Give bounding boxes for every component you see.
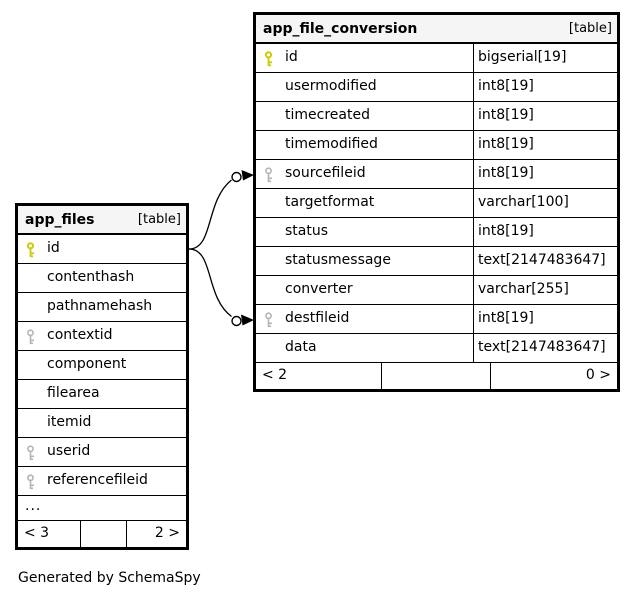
hidden-columns-ellipsis: ...	[18, 496, 186, 521]
footer-children-count: < 2	[256, 363, 383, 389]
column-type: varchar[255]	[478, 281, 569, 297]
table-row: timecreated int8[19]	[256, 102, 617, 131]
column-name: contextid	[47, 327, 113, 343]
table-row: data text[2147483647]	[256, 334, 617, 363]
column-name: destfileid	[285, 310, 350, 326]
column-name: referencefileid	[47, 472, 148, 488]
column-type: int8[19]	[478, 165, 534, 181]
column-name: itemid	[47, 414, 92, 430]
column-name: pathnamehash	[47, 298, 153, 314]
column-name: sourcefileid	[285, 165, 366, 181]
column-name: targetformat	[285, 194, 375, 210]
footer-spacer-cell	[382, 363, 491, 389]
table-footer: < 3 2 >	[18, 521, 186, 547]
foreign-key-icon	[26, 328, 35, 350]
footer-spacer-cell	[81, 521, 128, 547]
column-type: int8[19]	[478, 136, 534, 152]
column-name: filearea	[47, 385, 100, 401]
zero-or-one-circle	[231, 171, 242, 183]
table-header: app_files [table]	[18, 206, 186, 235]
column-name: status	[285, 223, 329, 239]
table-row: pathnamehash	[18, 293, 186, 322]
column-type: int8[19]	[478, 223, 534, 239]
foreign-key-icon	[26, 444, 35, 466]
foreign-key-icon	[26, 473, 35, 495]
column-type: text[2147483647]	[474, 334, 617, 363]
table-row: filearea	[18, 380, 186, 409]
column-name: contenthash	[47, 269, 135, 285]
column-name: converter	[285, 281, 353, 297]
table-row: contextid	[18, 322, 186, 351]
table-type-badge: [table]	[568, 21, 612, 36]
foreign-key-icon	[264, 311, 273, 333]
column-type: int8[19]	[478, 78, 534, 94]
column-type: int8[19]	[478, 310, 534, 326]
column-name: statusmessage	[285, 252, 391, 268]
column-name: timemodified	[285, 136, 378, 152]
table-row: usermodified int8[19]	[256, 73, 617, 102]
table-row: id bigserial[19]	[256, 44, 617, 73]
column-name: id	[47, 240, 60, 256]
footer-children-count: < 3	[18, 521, 81, 547]
column-type: varchar[100]	[478, 194, 569, 210]
table-row: targetformat varchar[100]	[256, 189, 617, 218]
table-row: destfileid int8[19]	[256, 305, 617, 334]
primary-key-icon	[26, 241, 35, 263]
generated-by-caption: Generated by SchemaSpy	[18, 570, 201, 586]
column-name: usermodified	[285, 78, 377, 94]
table-row: timemodified int8[19]	[256, 131, 617, 160]
table-row: id	[18, 235, 186, 264]
column-name: userid	[47, 443, 91, 459]
table-type-badge: [table]	[137, 212, 181, 227]
column-type: int8[19]	[478, 107, 534, 123]
zero-or-one-circle	[231, 315, 242, 327]
table-row: referencefileid	[18, 467, 186, 496]
table-node-app-file-conversion: app_file_conversion [table] id bigserial…	[253, 12, 620, 392]
relationship-line-destfileid	[188, 248, 232, 318]
foreign-key-icon	[264, 166, 273, 188]
table-row: status int8[19]	[256, 218, 617, 247]
footer-parents-count: 2 >	[154, 525, 180, 541]
footer-parents-count: 0 >	[585, 367, 611, 383]
table-row: itemid	[18, 409, 186, 438]
table-title[interactable]: app_files	[25, 211, 95, 228]
table-row: statusmessage text[2147483647]	[256, 247, 617, 276]
table-header: app_file_conversion [table]	[256, 15, 617, 44]
table-node-app-files: app_files [table] id contenthash pathnam…	[15, 203, 189, 550]
column-name: id	[285, 49, 298, 65]
table-row: converter varchar[255]	[256, 276, 617, 305]
table-row: contenthash	[18, 264, 186, 293]
column-name: data	[285, 339, 317, 355]
column-type: text[2147483647]	[478, 252, 606, 268]
table-row: sourcefileid int8[19]	[256, 160, 617, 189]
column-type: bigserial[19]	[478, 49, 567, 65]
column-name: timecreated	[285, 107, 370, 123]
table-row: userid	[18, 438, 186, 467]
column-name: component	[47, 356, 127, 372]
relationship-line-sourcefileid	[188, 179, 232, 250]
table-title[interactable]: app_file_conversion	[263, 20, 418, 37]
table-footer: < 2 0 >	[256, 363, 617, 389]
table-row: component	[18, 351, 186, 380]
primary-key-icon	[264, 50, 273, 72]
